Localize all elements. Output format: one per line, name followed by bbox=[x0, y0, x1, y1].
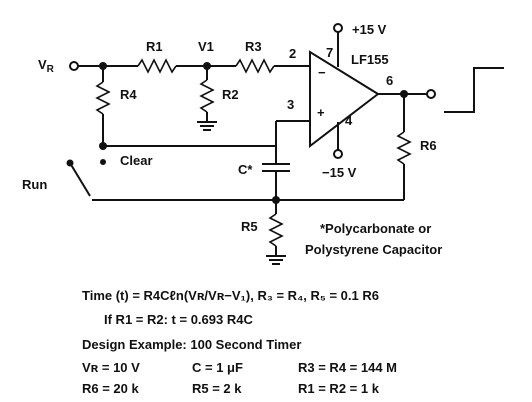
out-terminal bbox=[426, 89, 436, 99]
r3-resistor bbox=[235, 58, 275, 74]
opamp-minus: − bbox=[318, 65, 326, 80]
equation-line3: Design Example: 100 Second Timer bbox=[82, 337, 301, 352]
r3-label: R3 bbox=[245, 39, 262, 54]
vplus-terminal bbox=[333, 23, 343, 33]
design-c: C = 1 μF bbox=[192, 360, 243, 375]
note-line2: Polystyrene Capacitor bbox=[305, 242, 442, 257]
pin6-label: 6 bbox=[386, 73, 393, 88]
vr-input-terminal bbox=[69, 61, 79, 71]
vplus-label: +15 V bbox=[352, 22, 387, 37]
equation-line2: If R1 = R2: t = 0.693 R4C bbox=[104, 312, 253, 327]
vminus-terminal bbox=[333, 149, 343, 159]
design-r6: R6 = 20 k bbox=[82, 381, 140, 396]
opamp-plus: + bbox=[317, 105, 325, 120]
note-line1: *Polycarbonate or bbox=[320, 221, 431, 236]
cap-label: C* bbox=[238, 162, 253, 177]
clear-node bbox=[99, 142, 107, 150]
r1-label: R1 bbox=[146, 39, 163, 54]
run-label: Run bbox=[22, 177, 47, 192]
pin4-label: 4 bbox=[345, 113, 353, 128]
r6-label: R6 bbox=[420, 138, 437, 153]
pin3-label: 3 bbox=[287, 97, 294, 112]
ground-r5-icon bbox=[266, 255, 286, 265]
v1-label: V1 bbox=[198, 39, 214, 54]
r2-label: R2 bbox=[222, 87, 239, 102]
design-vr: Vʀ = 10 V bbox=[82, 360, 140, 375]
equation-line1: Time (t) = R4Cℓn(Vʀ/Vʀ−V₁), R₃ = R₄, R₅ … bbox=[82, 288, 379, 303]
r4-resistor bbox=[95, 81, 111, 115]
run-switch bbox=[66, 159, 106, 197]
design-r1r2: R1 = R2 = 1 k bbox=[298, 381, 380, 396]
opamp-triangle bbox=[309, 50, 380, 149]
r5-resistor bbox=[268, 213, 284, 247]
opamp-part-label: LF155 bbox=[351, 52, 389, 67]
r5-label: R5 bbox=[241, 219, 258, 234]
clear-label: Clear bbox=[120, 153, 153, 168]
vminus-label: −15 V bbox=[322, 165, 357, 180]
output-step-waveform bbox=[444, 67, 504, 113]
r4-label: R4 bbox=[120, 87, 137, 102]
r1-resistor bbox=[137, 58, 177, 74]
pin2-label: 2 bbox=[289, 46, 296, 61]
vr-label: VR bbox=[38, 57, 55, 75]
r6-resistor bbox=[396, 131, 412, 165]
design-r3r4: R3 = R4 = 144 M bbox=[298, 360, 397, 375]
r2-resistor bbox=[199, 79, 215, 113]
pin7-label: 7 bbox=[326, 45, 333, 60]
ground-r2-icon bbox=[197, 121, 217, 131]
design-r5: R5 = 2 k bbox=[192, 381, 242, 396]
